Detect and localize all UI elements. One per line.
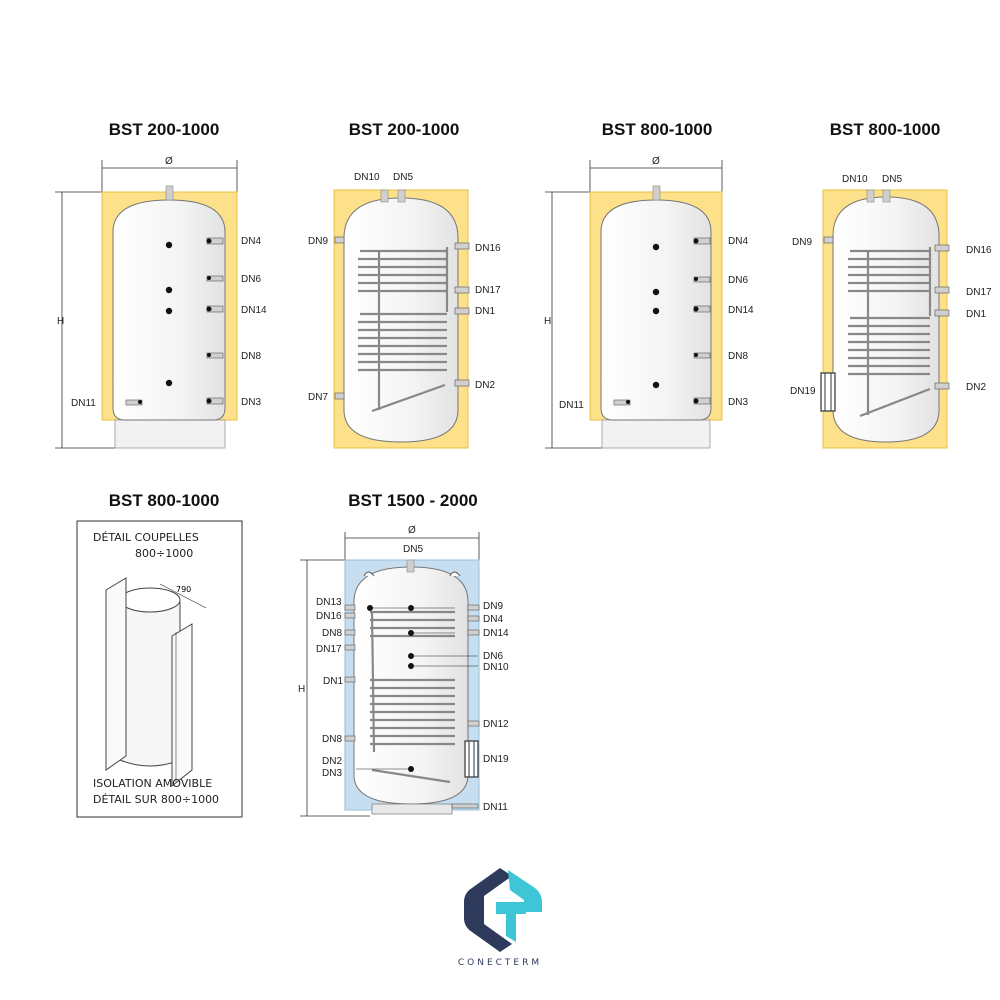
d1-dn11: DN11 [71, 398, 96, 409]
d3-dn8: DN8 [728, 351, 748, 362]
d5-small-dim: 790 [176, 585, 191, 594]
d2-dn2: DN2 [475, 380, 495, 391]
d6-dn14: DN14 [483, 628, 509, 639]
d5-footer-line2: DÉTAIL SUR 800÷1000 [93, 793, 220, 806]
diagram-detail-coupelles: 790 [76, 520, 243, 818]
d3-diameter-label: Ø [652, 156, 660, 167]
d3-dn6: DN6 [728, 275, 748, 286]
d6-dn16: DN16 [316, 611, 342, 622]
title-d4: BST 800-1000 [829, 120, 941, 139]
d5-header-line1: DÉTAIL COUPELLES [93, 531, 199, 544]
title-d2: BST 200-1000 [348, 120, 460, 139]
d6-height-label: H [298, 684, 305, 695]
d4-dn16: DN16 [966, 245, 992, 256]
d3-dn4: DN4 [728, 236, 748, 247]
d6-dn19: DN19 [483, 754, 509, 765]
d6-dn9: DN9 [483, 601, 503, 612]
d1-base [114, 419, 226, 449]
d6-dn12: DN12 [483, 719, 509, 730]
diagram-bst-200-1000-a: Ø H DN4 DN6 DN14 DN8 DN3 DN11 [55, 156, 267, 449]
d2-dn10: DN10 [354, 172, 380, 183]
d2-dn5: DN5 [393, 172, 413, 183]
d1-dn8: DN8 [241, 351, 261, 362]
title-d1: BST 200-1000 [108, 120, 220, 139]
d6-dn3: DN3 [322, 768, 342, 779]
d1-dn14: DN14 [241, 305, 267, 316]
d5-footer-line1: ISOLATION AMOVIBLE [93, 777, 213, 790]
d6-dn5: DN5 [403, 544, 423, 555]
d6-dn17: DN17 [316, 644, 342, 655]
d5-header-line2: 800÷1000 [135, 547, 194, 560]
d6-dn6: DN6 [483, 651, 503, 662]
d3-dn14: DN14 [728, 305, 754, 316]
d4-dn19-flange [820, 372, 836, 412]
d1-diameter-label: Ø [165, 156, 173, 167]
d2-dn7: DN7 [308, 392, 328, 403]
d6-dn4: DN4 [483, 614, 503, 625]
d2-dn9: DN9 [308, 236, 328, 247]
d4-dn10: DN10 [842, 174, 868, 185]
d4-dn1: DN1 [966, 309, 986, 320]
d1-dn3: DN3 [241, 397, 261, 408]
d1-dn4: DN4 [241, 236, 261, 247]
conecterm-logo-icon [464, 868, 542, 952]
title-d5: BST 800-1000 [108, 491, 220, 510]
diagram-bst-1500-2000: Ø H [298, 525, 509, 817]
d2-tank [343, 197, 459, 443]
d3-height-label: H [544, 316, 551, 327]
d6-dn10: DN10 [483, 662, 509, 673]
d6-dn13: DN13 [316, 597, 342, 608]
d2-dn1: DN1 [475, 306, 495, 317]
d6-dn2: DN2 [322, 756, 342, 767]
d1-height-label: H [57, 316, 64, 327]
diagram-bst-800-1000-a: Ø H DN4 DN6 DN14 DN8 DN3 DN11 [544, 156, 754, 449]
diagram-bst-800-1000-b: DN10 DN5 DN9 DN16 DN17 DN1 DN2 DN19 [790, 174, 992, 449]
d4-dn9: DN9 [792, 237, 812, 248]
diagram-bst-200-1000-b: DN10 DN5 DN9 DN16 DN17 DN1 DN2 DN7 [308, 172, 501, 449]
d6-dn11: DN11 [483, 802, 508, 813]
d4-dn19: DN19 [790, 386, 816, 397]
title-d6: BST 1500 - 2000 [348, 491, 478, 510]
d3-dn3: DN3 [728, 397, 748, 408]
d1-dn6: DN6 [241, 274, 261, 285]
d6-dn8-upper: DN8 [322, 628, 342, 639]
title-d3: BST 800-1000 [601, 120, 713, 139]
d6-dn19-flange [464, 740, 479, 778]
d2-dn17: DN17 [475, 285, 501, 296]
d6-dn8-lower: DN8 [322, 734, 342, 745]
d6-diameter-label: Ø [408, 525, 416, 536]
d4-dn5: DN5 [882, 174, 902, 185]
d6-dn1: DN1 [323, 676, 343, 687]
d3-dn11: DN11 [559, 400, 584, 411]
d2-dn16: DN16 [475, 243, 501, 254]
d4-dn2: DN2 [966, 382, 986, 393]
d3-base [601, 419, 711, 449]
d4-dn17: DN17 [966, 287, 992, 298]
brand-name: CONECTERM [457, 958, 543, 968]
